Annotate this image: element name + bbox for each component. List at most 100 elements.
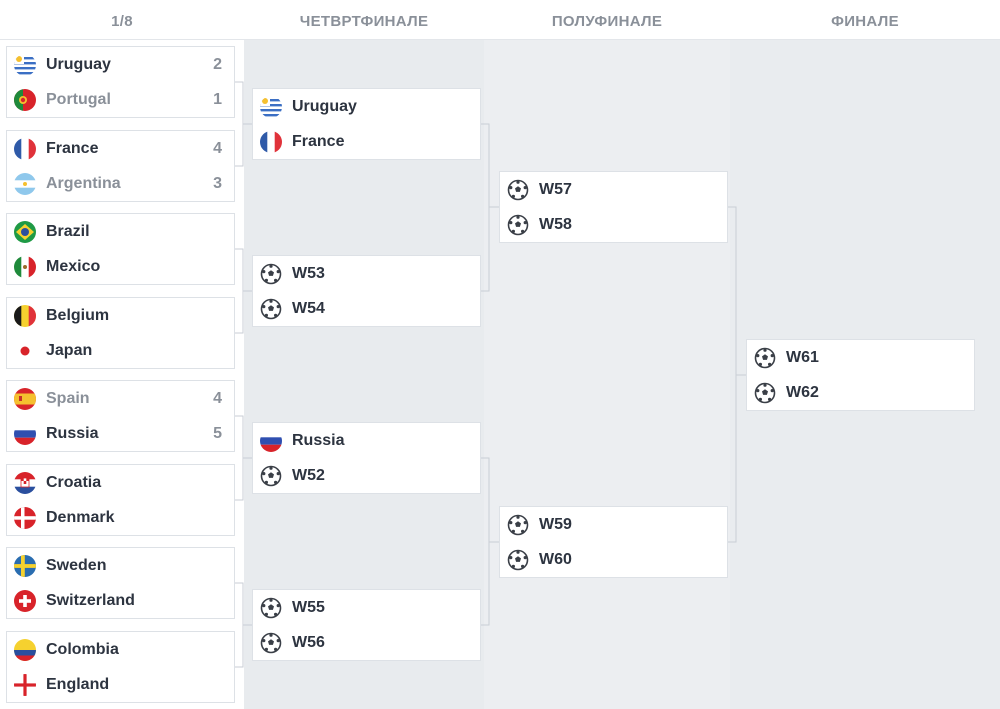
team-name: Japan [46, 341, 93, 359]
team-name: W52 [292, 466, 325, 484]
team-name: Sweden [46, 556, 107, 574]
switzerland-flag-icon [14, 589, 36, 612]
team-row[interactable]: Denmark [7, 500, 234, 535]
team-score: 2 [213, 55, 222, 73]
team-row[interactable]: W59 [500, 507, 727, 542]
team-name: W59 [539, 515, 572, 533]
team-score: 4 [213, 389, 222, 407]
team-name: W62 [786, 383, 819, 401]
team-row[interactable]: France 4 [7, 131, 234, 166]
team-row[interactable]: Portugal 1 [7, 82, 234, 117]
soccer-ball-icon [754, 347, 776, 369]
team-row[interactable]: W55 [253, 590, 480, 625]
match-card[interactable]: Spain 4 Russia 5 [6, 380, 235, 452]
team-row[interactable]: W57 [500, 172, 727, 207]
team-row[interactable]: W58 [500, 207, 727, 242]
round-title-r16: 1/8 [111, 13, 133, 30]
portugal-flag-icon [14, 88, 36, 111]
match-card[interactable]: W57 W58 [499, 171, 728, 243]
team-row[interactable]: Uruguay [253, 89, 480, 124]
team-name: Spain [46, 389, 90, 407]
brazil-flag-icon [14, 220, 36, 243]
team-name: W54 [292, 299, 325, 317]
uruguay-flag-icon [14, 53, 36, 76]
team-row[interactable]: W54 [253, 291, 480, 326]
team-row[interactable]: W52 [253, 458, 480, 493]
team-score: 3 [213, 174, 222, 192]
team-name: Switzerland [46, 591, 135, 609]
team-row[interactable]: Belgium [7, 298, 234, 333]
team-row[interactable]: Russia 5 [7, 416, 234, 451]
team-name: Uruguay [46, 55, 111, 73]
team-score: 1 [213, 90, 222, 108]
team-row[interactable]: Argentina 3 [7, 166, 234, 201]
team-row[interactable]: England [7, 667, 234, 702]
team-name: Portugal [46, 90, 111, 108]
team-score: 4 [213, 139, 222, 157]
team-row[interactable]: W56 [253, 625, 480, 660]
team-row[interactable]: Sweden [7, 548, 234, 583]
round-title-quarterfinals: ЧЕТВРТФИНАЛЕ [299, 13, 429, 30]
team-row[interactable]: Uruguay 2 [7, 47, 234, 82]
team-row[interactable]: Mexico [7, 249, 234, 284]
team-name: France [46, 139, 99, 157]
soccer-ball-icon [260, 597, 282, 619]
team-name: Colombia [46, 640, 119, 658]
team-row[interactable]: Colombia [7, 632, 234, 667]
team-name: W55 [292, 598, 325, 616]
team-row[interactable]: W53 [253, 256, 480, 291]
soccer-ball-icon [507, 549, 529, 571]
croatia-flag-icon [14, 471, 36, 494]
japan-flag-icon [14, 339, 36, 362]
team-row[interactable]: Brazil [7, 214, 234, 249]
match-card[interactable]: W59 W60 [499, 506, 728, 578]
team-name: W53 [292, 264, 325, 282]
team-name: England [46, 675, 110, 693]
soccer-ball-icon [507, 514, 529, 536]
match-card[interactable]: W61 W62 [746, 339, 975, 411]
team-row[interactable]: Switzerland [7, 583, 234, 618]
team-name: Denmark [46, 508, 115, 526]
soccer-ball-icon [260, 632, 282, 654]
match-card[interactable]: Sweden Switzerland [6, 547, 235, 619]
team-row[interactable]: W62 [747, 375, 974, 410]
soccer-ball-icon [260, 465, 282, 487]
team-name: Russia [46, 424, 99, 442]
soccer-ball-icon [754, 382, 776, 404]
match-card[interactable]: Brazil Mexico [6, 213, 235, 285]
belgium-flag-icon [14, 304, 36, 327]
russia-flag-icon [14, 422, 36, 445]
match-card[interactable]: Croatia Denmark [6, 464, 235, 536]
soccer-ball-icon [507, 179, 529, 201]
team-row[interactable]: France [253, 124, 480, 159]
denmark-flag-icon [14, 506, 36, 529]
match-card[interactable]: W53 W54 [252, 255, 481, 327]
team-name: W56 [292, 633, 325, 651]
team-name: Argentina [46, 174, 121, 192]
team-name: Croatia [46, 473, 102, 491]
soccer-ball-icon [260, 263, 282, 285]
team-row[interactable]: Spain 4 [7, 381, 234, 416]
team-row[interactable]: W61 [747, 340, 974, 375]
match-card[interactable]: Uruguay 2 Portugal 1 [6, 46, 235, 118]
team-row[interactable]: Japan [7, 333, 234, 368]
match-card[interactable]: Russia W52 [252, 422, 481, 494]
match-card[interactable]: France 4 Argentina 3 [6, 130, 235, 202]
sweden-flag-icon [14, 554, 36, 577]
team-row[interactable]: Croatia [7, 465, 234, 500]
match-card[interactable]: Uruguay France [252, 88, 481, 160]
team-row[interactable]: Russia [253, 423, 480, 458]
team-name: W57 [539, 180, 572, 198]
soccer-ball-icon [260, 298, 282, 320]
team-row[interactable]: W60 [500, 542, 727, 577]
team-name: Uruguay [292, 97, 357, 115]
team-name: W61 [786, 348, 819, 366]
match-card[interactable]: Colombia England [6, 631, 235, 703]
round-title-final: ФИНАЛЕ [831, 13, 899, 30]
round-title-semifinals: ПОЛУФИНАЛЕ [551, 13, 663, 30]
match-card[interactable]: W55 W56 [252, 589, 481, 661]
team-name: Belgium [46, 306, 110, 324]
team-score: 5 [213, 424, 222, 442]
team-name: W60 [539, 550, 572, 568]
